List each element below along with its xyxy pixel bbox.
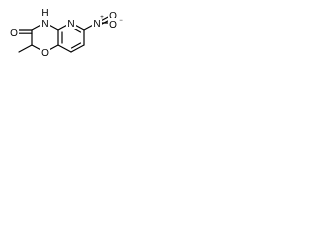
- nitro-positive-charge: +: [100, 15, 104, 21]
- atom-nitro-oxygen-top: O: [109, 11, 117, 22]
- bond-c8-c8a: [57, 44, 72, 53]
- molecule-structure: N H O O N N + O O −: [9, 8, 123, 59]
- atom-pyridine-nitrogen: N: [67, 19, 74, 30]
- bond-c7-c8: [70, 44, 85, 53]
- atom-ring-oxygen: O: [41, 48, 49, 59]
- atom-nitro-nitrogen: N: [93, 19, 100, 30]
- atom-nh-hydrogen: H: [41, 8, 48, 19]
- nitro-negative-charge: −: [119, 18, 123, 24]
- atom-label-layer: N H O O N N + O O −: [9, 8, 123, 59]
- atom-carbonyl-oxygen: O: [10, 28, 18, 39]
- atom-nh: N: [41, 19, 48, 30]
- bond-c2-methyl: [18, 44, 33, 53]
- atom-nitro-oxygen-bottom: O: [109, 20, 117, 31]
- bond-c7-c8-double: [70, 42, 82, 49]
